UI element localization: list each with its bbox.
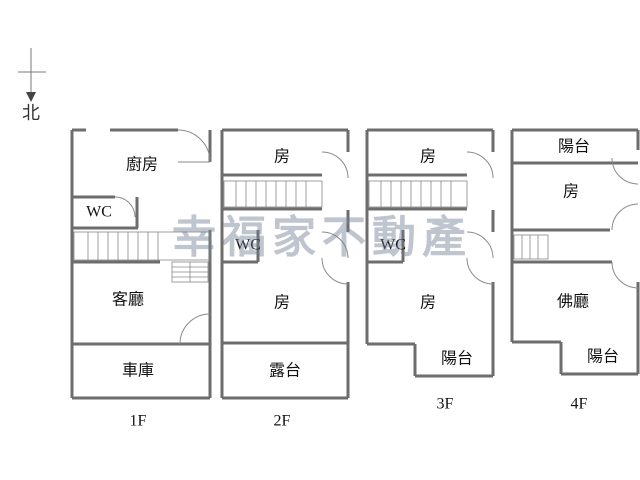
floor-3f xyxy=(365,128,495,378)
room-garage-1f: 車庫 xyxy=(122,361,154,380)
room-buddha-hall-4f: 佛廳 xyxy=(557,292,589,311)
compass-label: 北 xyxy=(22,103,40,124)
floor-label-1f: 1F xyxy=(130,413,147,430)
room-wc-1f: WC xyxy=(86,204,112,221)
north-arrow-icon xyxy=(18,48,46,102)
room-wc-2f: WC xyxy=(235,237,261,254)
floor-label-2f: 2F xyxy=(274,413,291,430)
room-main-3f: 房 xyxy=(420,293,436,312)
room-wc-3f: WC xyxy=(380,237,406,254)
floor-label-3f: 3F xyxy=(437,396,454,413)
floor-label-4f: 4F xyxy=(571,396,588,413)
room-balcony-3f: 陽台 xyxy=(441,349,473,368)
room-main-2f: 房 xyxy=(274,293,290,312)
room-balcony-bottom-4f: 陽台 xyxy=(587,347,619,366)
floor-4f xyxy=(510,128,640,376)
room-kitchen-1f: 廚房 xyxy=(126,155,158,174)
floor-1f xyxy=(70,128,212,400)
room-living-1f: 客廳 xyxy=(112,290,144,309)
room-top-2f: 房 xyxy=(274,147,290,166)
room-terrace-2f: 露台 xyxy=(269,361,301,380)
floor-2f xyxy=(220,128,350,400)
watermark-text: 幸福家不動產 xyxy=(172,212,472,263)
room-4f: 房 xyxy=(563,182,579,201)
room-balcony-top-4f: 陽台 xyxy=(558,137,590,156)
room-top-3f: 房 xyxy=(420,147,436,166)
